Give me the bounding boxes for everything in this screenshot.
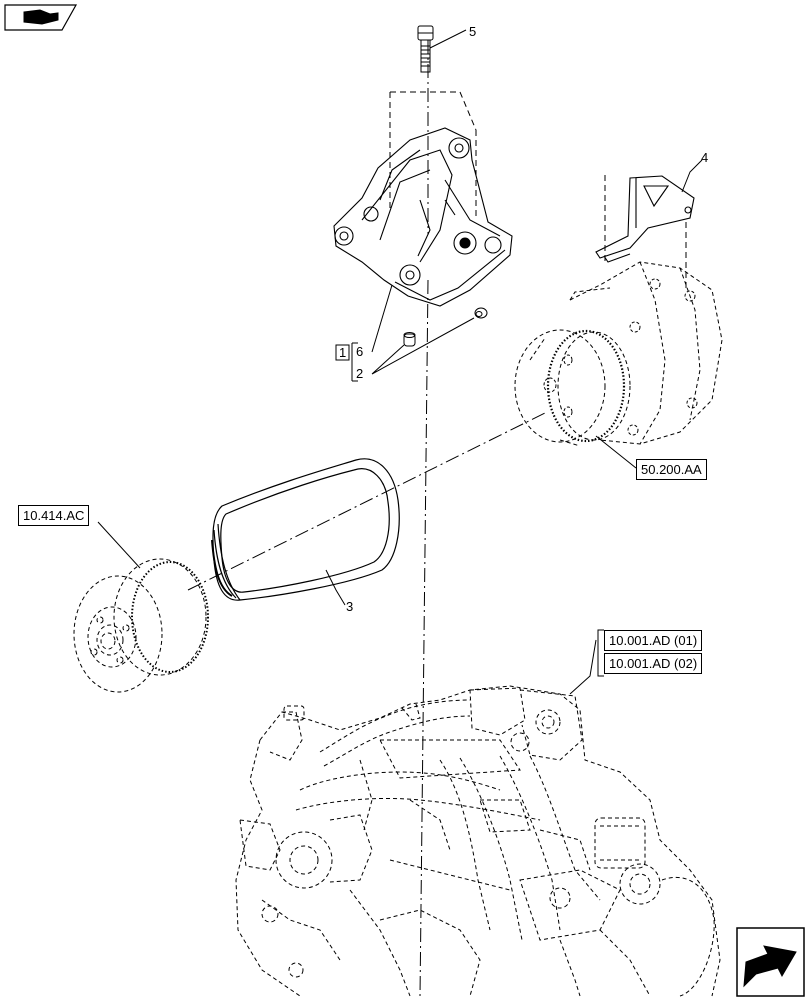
compressor-bracket <box>595 175 695 263</box>
callout-6: 6 <box>356 344 363 359</box>
leader-10-001-ad <box>569 639 597 695</box>
callout-4: 4 <box>701 150 708 165</box>
leader-50-200-aa <box>595 435 637 469</box>
callout-5: 5 <box>469 24 476 39</box>
leader-5 <box>429 29 467 49</box>
reference-group-bracket <box>597 629 604 677</box>
bolt <box>417 25 434 73</box>
callout-2: 2 <box>356 366 363 381</box>
group-bracket <box>351 342 358 382</box>
leader-6 <box>371 284 393 353</box>
ac-compressor <box>514 261 723 447</box>
leader-4 <box>681 159 703 193</box>
leader-10-414-ac <box>97 521 141 569</box>
reference-10-001-ad-02[interactable]: 10.001.AD (02) <box>604 653 703 674</box>
drive-belt <box>211 458 400 601</box>
leader-3 <box>325 569 346 606</box>
reference-10-001-ad-01[interactable]: 10.001.AD (01) <box>604 630 703 651</box>
reference-50-200-aa[interactable]: 50.200.AA <box>636 459 707 480</box>
engine-block <box>235 685 721 997</box>
leader-2 <box>371 317 475 375</box>
mounting-bracket <box>333 127 513 307</box>
book-hand-icon <box>4 4 78 31</box>
callout-1: 1 <box>339 345 346 360</box>
next-page-arrow-icon[interactable] <box>736 927 805 997</box>
callout-box-1 <box>335 344 350 361</box>
damper-pulley <box>73 558 209 693</box>
dowel-pins <box>403 307 488 347</box>
callout-3: 3 <box>346 599 353 614</box>
reference-10-414-ac[interactable]: 10.414.AC <box>18 505 90 526</box>
